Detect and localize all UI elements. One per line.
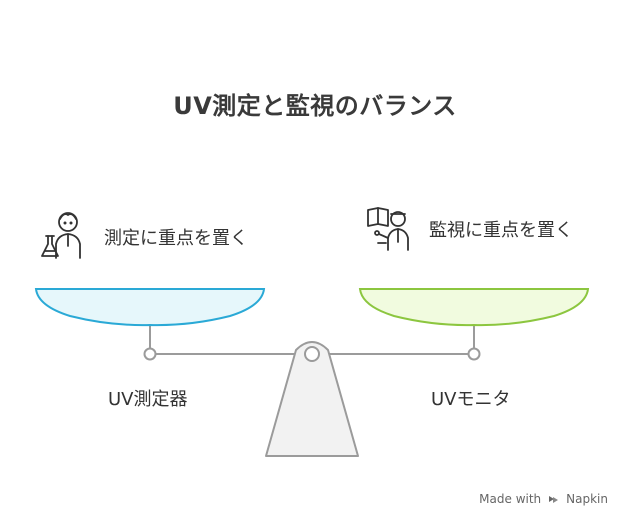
reader-with-book-icon bbox=[367, 207, 409, 251]
left-focus-label: 測定に重点を置く bbox=[104, 228, 248, 249]
right-device-label: UVモニタ bbox=[431, 389, 511, 410]
right-joint bbox=[467, 347, 481, 361]
left-device-label: UV測定器 bbox=[108, 389, 188, 410]
napkin-logo-icon bbox=[549, 495, 559, 503]
fulcrum bbox=[265, 341, 359, 457]
right-focus-label: 監視に重点を置く bbox=[429, 220, 573, 241]
pivot-joint bbox=[304, 346, 320, 362]
made-with-text: Made with bbox=[479, 492, 542, 506]
napkin-brand-text: Napkin bbox=[566, 492, 608, 506]
diagram-title: UV測定と監視のバランス bbox=[173, 92, 457, 120]
left-joint bbox=[143, 347, 157, 361]
right-pan bbox=[358, 288, 590, 327]
left-pan bbox=[34, 288, 266, 327]
scientist-with-flask-icon bbox=[41, 212, 81, 259]
made-with-napkin-credit[interactable]: Made with Napkin bbox=[479, 492, 608, 506]
